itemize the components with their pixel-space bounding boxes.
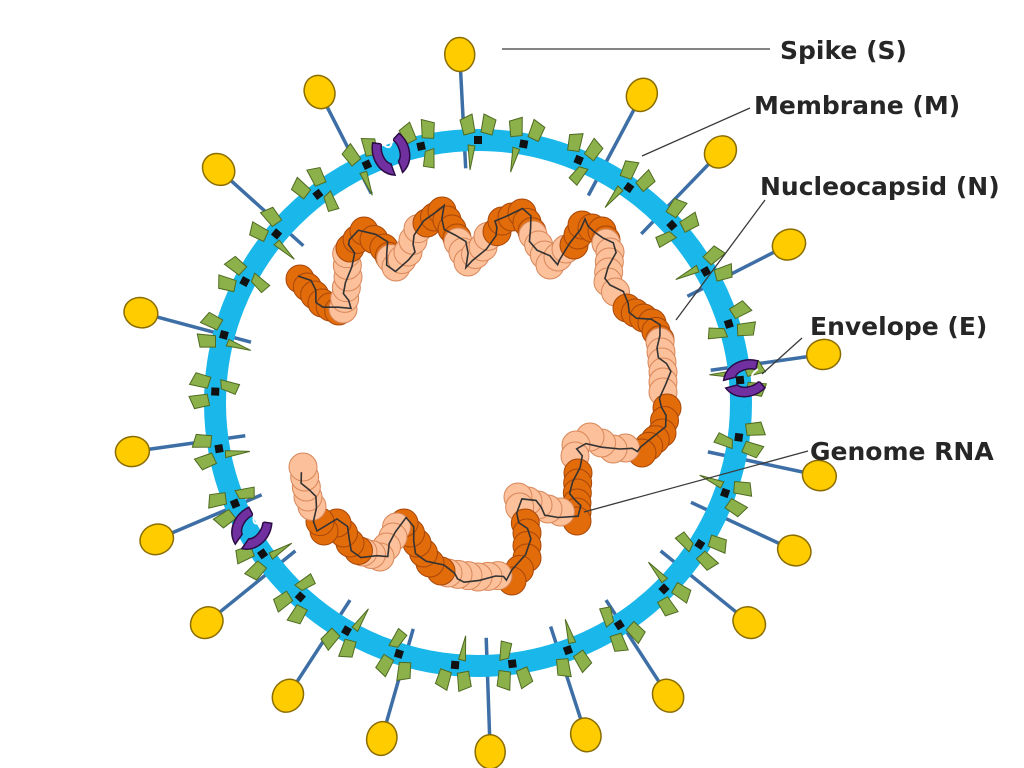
membrane-protein-icon: [567, 133, 604, 187]
membrane-protein-icon: [655, 197, 700, 249]
spike-label: Spike (S): [780, 36, 907, 65]
envelope-leader-line: [761, 337, 803, 375]
membrane-protein-icon: [191, 433, 251, 471]
component-labels: Spike (S) Membrane (M) Nucleocapsid (N) …: [754, 36, 1000, 466]
membrane-protein-icon: [604, 160, 656, 208]
membrane-protein-icon: [249, 206, 295, 260]
envelope-protein-icon: [371, 132, 411, 176]
membrane-protein-icon: [375, 627, 412, 682]
spike-icon: [189, 549, 297, 640]
membrane-protein-icon: [713, 421, 767, 459]
membrane-proteins: [188, 113, 768, 693]
membrane-protein-icon: [290, 166, 340, 213]
membrane-protein-icon: [272, 573, 316, 625]
nucleocapsid-label: Nucleocapsid (N): [760, 172, 1000, 201]
envelope-protein-icon: [231, 506, 273, 550]
membrane-protein-icon: [218, 255, 271, 294]
membrane-protein-icon: [508, 116, 546, 173]
envelope-protein-icon: [722, 359, 767, 398]
membrane-protein-icon: [196, 311, 252, 351]
genome-leader-line: [583, 450, 809, 513]
spike-icon: [707, 450, 838, 492]
envelope-label: Envelope (E): [810, 312, 987, 341]
membrane-protein-icon: [707, 300, 757, 340]
genome-rna-label: Genome RNA: [810, 437, 994, 466]
membrane-label: Membrane (M): [754, 91, 960, 120]
membrane-protein-icon: [674, 531, 727, 571]
spike-icon: [474, 637, 506, 768]
label-leader-lines: [502, 48, 809, 513]
spike-icon: [586, 77, 659, 197]
membrane-leader-line: [641, 107, 751, 157]
membrane-protein-icon: [496, 640, 534, 692]
nucleocapsid-chain: [285, 196, 682, 596]
membrane-protein-icon: [675, 245, 733, 282]
spike-icon: [690, 500, 812, 567]
membrane-protein-icon: [555, 619, 593, 678]
spike-icon: [365, 628, 415, 757]
nucleocapsid-leader-line: [675, 199, 766, 321]
spike-icon: [659, 549, 767, 640]
membrane-protein-icon: [208, 486, 255, 529]
nucleocapsid-icon: [288, 452, 318, 482]
membrane-protein-icon: [320, 608, 369, 658]
membrane-protein-icon: [459, 113, 497, 171]
spike-icon: [139, 493, 263, 556]
spike-icon: [604, 599, 685, 713]
genome-rna-strand: [297, 203, 672, 584]
membrane-protein-icon: [434, 635, 472, 693]
spike-icon: [123, 296, 252, 344]
membrane-protein-icon: [235, 542, 293, 581]
membrane-protein-icon: [598, 606, 646, 652]
membrane-protein-icon: [188, 372, 241, 410]
envelope-proteins: [231, 132, 767, 550]
